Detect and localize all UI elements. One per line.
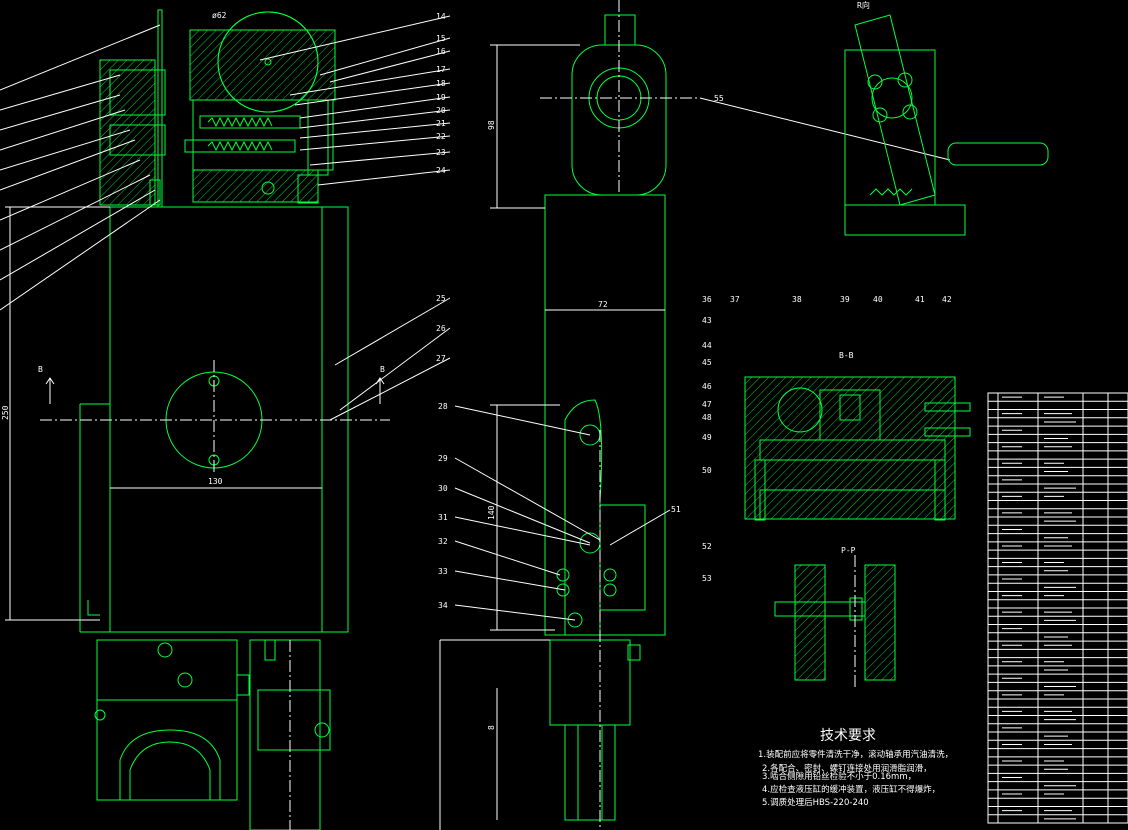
pp-section <box>774 555 896 690</box>
tech-item-4: 4.应检查液压缸的缓冲装置，液压缸不得爆炸， <box>762 784 940 795</box>
label-section-bb: B-B <box>839 351 854 360</box>
dim-height: 250 <box>1 405 10 420</box>
balloon-44: 44 <box>702 341 712 350</box>
balloon-49: 49 <box>702 433 712 442</box>
labels: 14 15 16 17 18 19 20 21 22 23 24 25 26 2… <box>1 0 953 808</box>
balloon-39: 39 <box>840 295 850 304</box>
dim-140: 140 <box>487 505 496 520</box>
balloon-42: 42 <box>942 295 952 304</box>
balloon-48: 48 <box>702 413 712 422</box>
balloon-28: 28 <box>438 402 448 411</box>
balloon-51: 51 <box>671 505 681 514</box>
dim-72: 72 <box>598 300 608 309</box>
balloon-53: 53 <box>702 574 712 583</box>
balloon-26: 26 <box>436 324 446 333</box>
balloon-33: 33 <box>438 567 448 576</box>
balloon-34: 34 <box>438 601 448 610</box>
dim-top-diameter: ø62 <box>212 11 227 20</box>
dim-98: 98 <box>487 120 496 130</box>
leaders-top <box>0 15 451 421</box>
tech-item-5: 5.调质处理后HBS-220-240 <box>762 797 869 808</box>
dim-small: 8 <box>487 725 496 730</box>
balloon-52: 52 <box>702 542 712 551</box>
label-section-pp: P-P <box>841 546 856 555</box>
balloon-36: 36 <box>702 295 712 304</box>
balloon-16: 16 <box>436 47 446 56</box>
balloon-20: 20 <box>436 106 446 115</box>
parts-list <box>987 392 1128 824</box>
balloon-32: 32 <box>438 537 448 546</box>
balloon-19: 19 <box>436 93 446 102</box>
balloon-17: 17 <box>436 65 446 74</box>
balloon-27: 27 <box>436 354 446 363</box>
balloon-23: 23 <box>436 148 446 157</box>
balloon-50: 50 <box>702 466 712 475</box>
front-view <box>5 9 390 830</box>
balloon-46: 46 <box>702 382 712 391</box>
balloon-29: 29 <box>438 454 448 463</box>
balloon-14: 14 <box>436 12 446 21</box>
balloon-21: 21 <box>436 119 446 128</box>
dim-width: 130 <box>208 477 223 486</box>
tech-item-1: 1.装配前应将零件清洗干净，滚动轴承用汽油清洗， <box>758 749 953 760</box>
balloon-38: 38 <box>792 295 802 304</box>
balloon-18: 18 <box>436 79 446 88</box>
balloon-40: 40 <box>873 295 883 304</box>
balloon-55: 55 <box>714 94 724 103</box>
balloon-47: 47 <box>702 400 712 409</box>
side-view <box>439 0 951 830</box>
balloon-22: 22 <box>436 132 446 141</box>
balloon-37: 37 <box>730 295 740 304</box>
balloon-45: 45 <box>702 358 712 367</box>
r-view <box>844 14 1049 236</box>
balloon-31: 31 <box>438 513 448 522</box>
tech-requirements-title: 技术要求 <box>820 728 876 744</box>
bb-section <box>744 376 971 521</box>
tech-item-3: 3.啮合侧隙用铅丝检验不小于0.16mm， <box>762 771 916 782</box>
balloon-41: 41 <box>915 295 925 304</box>
balloon-30: 30 <box>438 484 448 493</box>
label-b-right: B <box>380 365 385 374</box>
balloon-15: 15 <box>436 34 446 43</box>
balloon-25: 25 <box>436 294 446 303</box>
tech-item-2: 2.各配合、密封、螺钉连接处用润滑脂润滑， <box>762 763 932 774</box>
label-r-view: R向 <box>857 0 870 10</box>
balloon-24: 24 <box>436 166 446 175</box>
label-b-left: B <box>38 365 43 374</box>
balloon-43: 43 <box>702 316 712 325</box>
